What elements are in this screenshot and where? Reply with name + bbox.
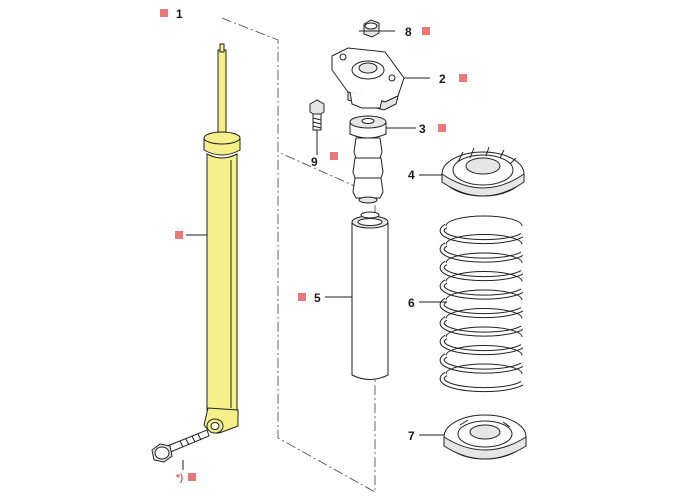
callout-4: 4: [408, 168, 415, 182]
top-nut-face: [364, 22, 378, 30]
top-mount-stud-right: [388, 74, 396, 82]
callout-2-marker: [459, 74, 467, 82]
bump-stop-segment-1: [353, 137, 383, 159]
spring-coil-front: [440, 372, 523, 392]
bump-stop-base: [358, 196, 378, 204]
spring-coil-front: [440, 224, 523, 244]
spring-coil-back: [445, 234, 523, 245]
callout-body-marker: [175, 231, 183, 239]
leader-lines: [182, 30, 446, 470]
callout-9: 9: [311, 152, 338, 169]
callout-6: 6: [408, 296, 415, 310]
top-mount-stud-left: [339, 53, 347, 61]
dust-tube-opening: [357, 218, 383, 226]
lower-pad-detail: [459, 419, 511, 428]
callout-2-number: 2: [439, 72, 446, 86]
callout-7-number: 7: [408, 429, 415, 443]
spring-coil-front: [440, 317, 523, 336]
spring-coil-back: [445, 271, 523, 282]
shock-absorber: [151, 43, 241, 463]
dust-tube: [351, 211, 389, 380]
callout-5-number: 5: [314, 291, 321, 305]
callout-9-number: 9: [311, 155, 318, 169]
spring-coil-front: [440, 354, 523, 373]
damper-body: [206, 153, 238, 415]
callout-6-number: 6: [408, 296, 415, 310]
callout-3-number: 3: [419, 122, 426, 136]
lower-bolt-flange: [154, 446, 170, 460]
upper-seat-center: [465, 157, 501, 175]
top-mount-bushing: [349, 91, 383, 109]
callout-7: 7: [408, 429, 415, 443]
callout-1: 1: [160, 7, 183, 21]
callout-9-marker: [330, 152, 338, 160]
damper-cap-top: [203, 131, 241, 145]
spring-coil-back: [445, 289, 523, 301]
spring-coil-back: [445, 326, 523, 338]
callout-5: 5: [298, 291, 321, 305]
top-mount: [331, 47, 405, 111]
callout-3: 3: [419, 122, 446, 136]
piston-rod: [217, 49, 227, 133]
lower-pad-rim: [443, 436, 527, 460]
callout-1-marker: [160, 9, 168, 17]
bump-stop-segment-2: [352, 157, 384, 179]
callout-bolt: *): [176, 473, 196, 484]
lower-bolt: [151, 429, 210, 463]
callout-8: 8: [405, 25, 430, 39]
spring-coil-back: [445, 363, 523, 375]
spring-coil-back: [445, 252, 523, 264]
upper-spring-seat: [441, 146, 525, 197]
lower-pad-center: [469, 424, 501, 440]
spring-coil-back: [445, 345, 523, 356]
callout-3-marker: [438, 124, 446, 132]
lower-bolt-thread: [179, 433, 202, 448]
damper-eye-hole: [210, 422, 220, 430]
rod-tip: [219, 43, 225, 53]
bump-stop-segment-3: [352, 177, 384, 199]
callout-1-number: 1: [176, 7, 183, 21]
spring-coil-front: [440, 261, 523, 281]
bump-stop: [349, 115, 387, 204]
callout-4-number: 4: [408, 168, 415, 182]
mount-bolt-thread: [312, 117, 322, 129]
mount-bolt-head: [309, 99, 325, 117]
spring-coil-front: [440, 335, 523, 355]
spring-coil-front: [440, 280, 523, 299]
dust-tube-collar: [360, 211, 380, 219]
callout-body: [175, 231, 183, 239]
spring-coil-back: [445, 215, 523, 227]
callout-8-marker: [422, 27, 430, 35]
callout-2: 2: [439, 72, 467, 86]
spring-coil-front: [440, 298, 523, 318]
top-mount-boss-inner: [358, 62, 378, 74]
top-nut: [363, 19, 380, 38]
callout-5-marker: [298, 293, 306, 301]
spring-coils: [439, 215, 524, 393]
coil-spring: [439, 215, 524, 393]
bump-stop-hole: [361, 118, 375, 124]
mount-bolt: [309, 99, 325, 131]
upper-seat-ribs: [457, 146, 517, 165]
lower-spring-pad: [443, 414, 527, 460]
dust-tube-body: [351, 221, 389, 380]
upper-seat-rim: [441, 173, 525, 197]
callout-bolt-marker: [188, 473, 196, 481]
spring-coil-front: [440, 243, 523, 262]
callout-8-number: 8: [405, 25, 412, 39]
spring-coil-back: [445, 308, 523, 319]
bolt-note: *): [176, 473, 183, 484]
